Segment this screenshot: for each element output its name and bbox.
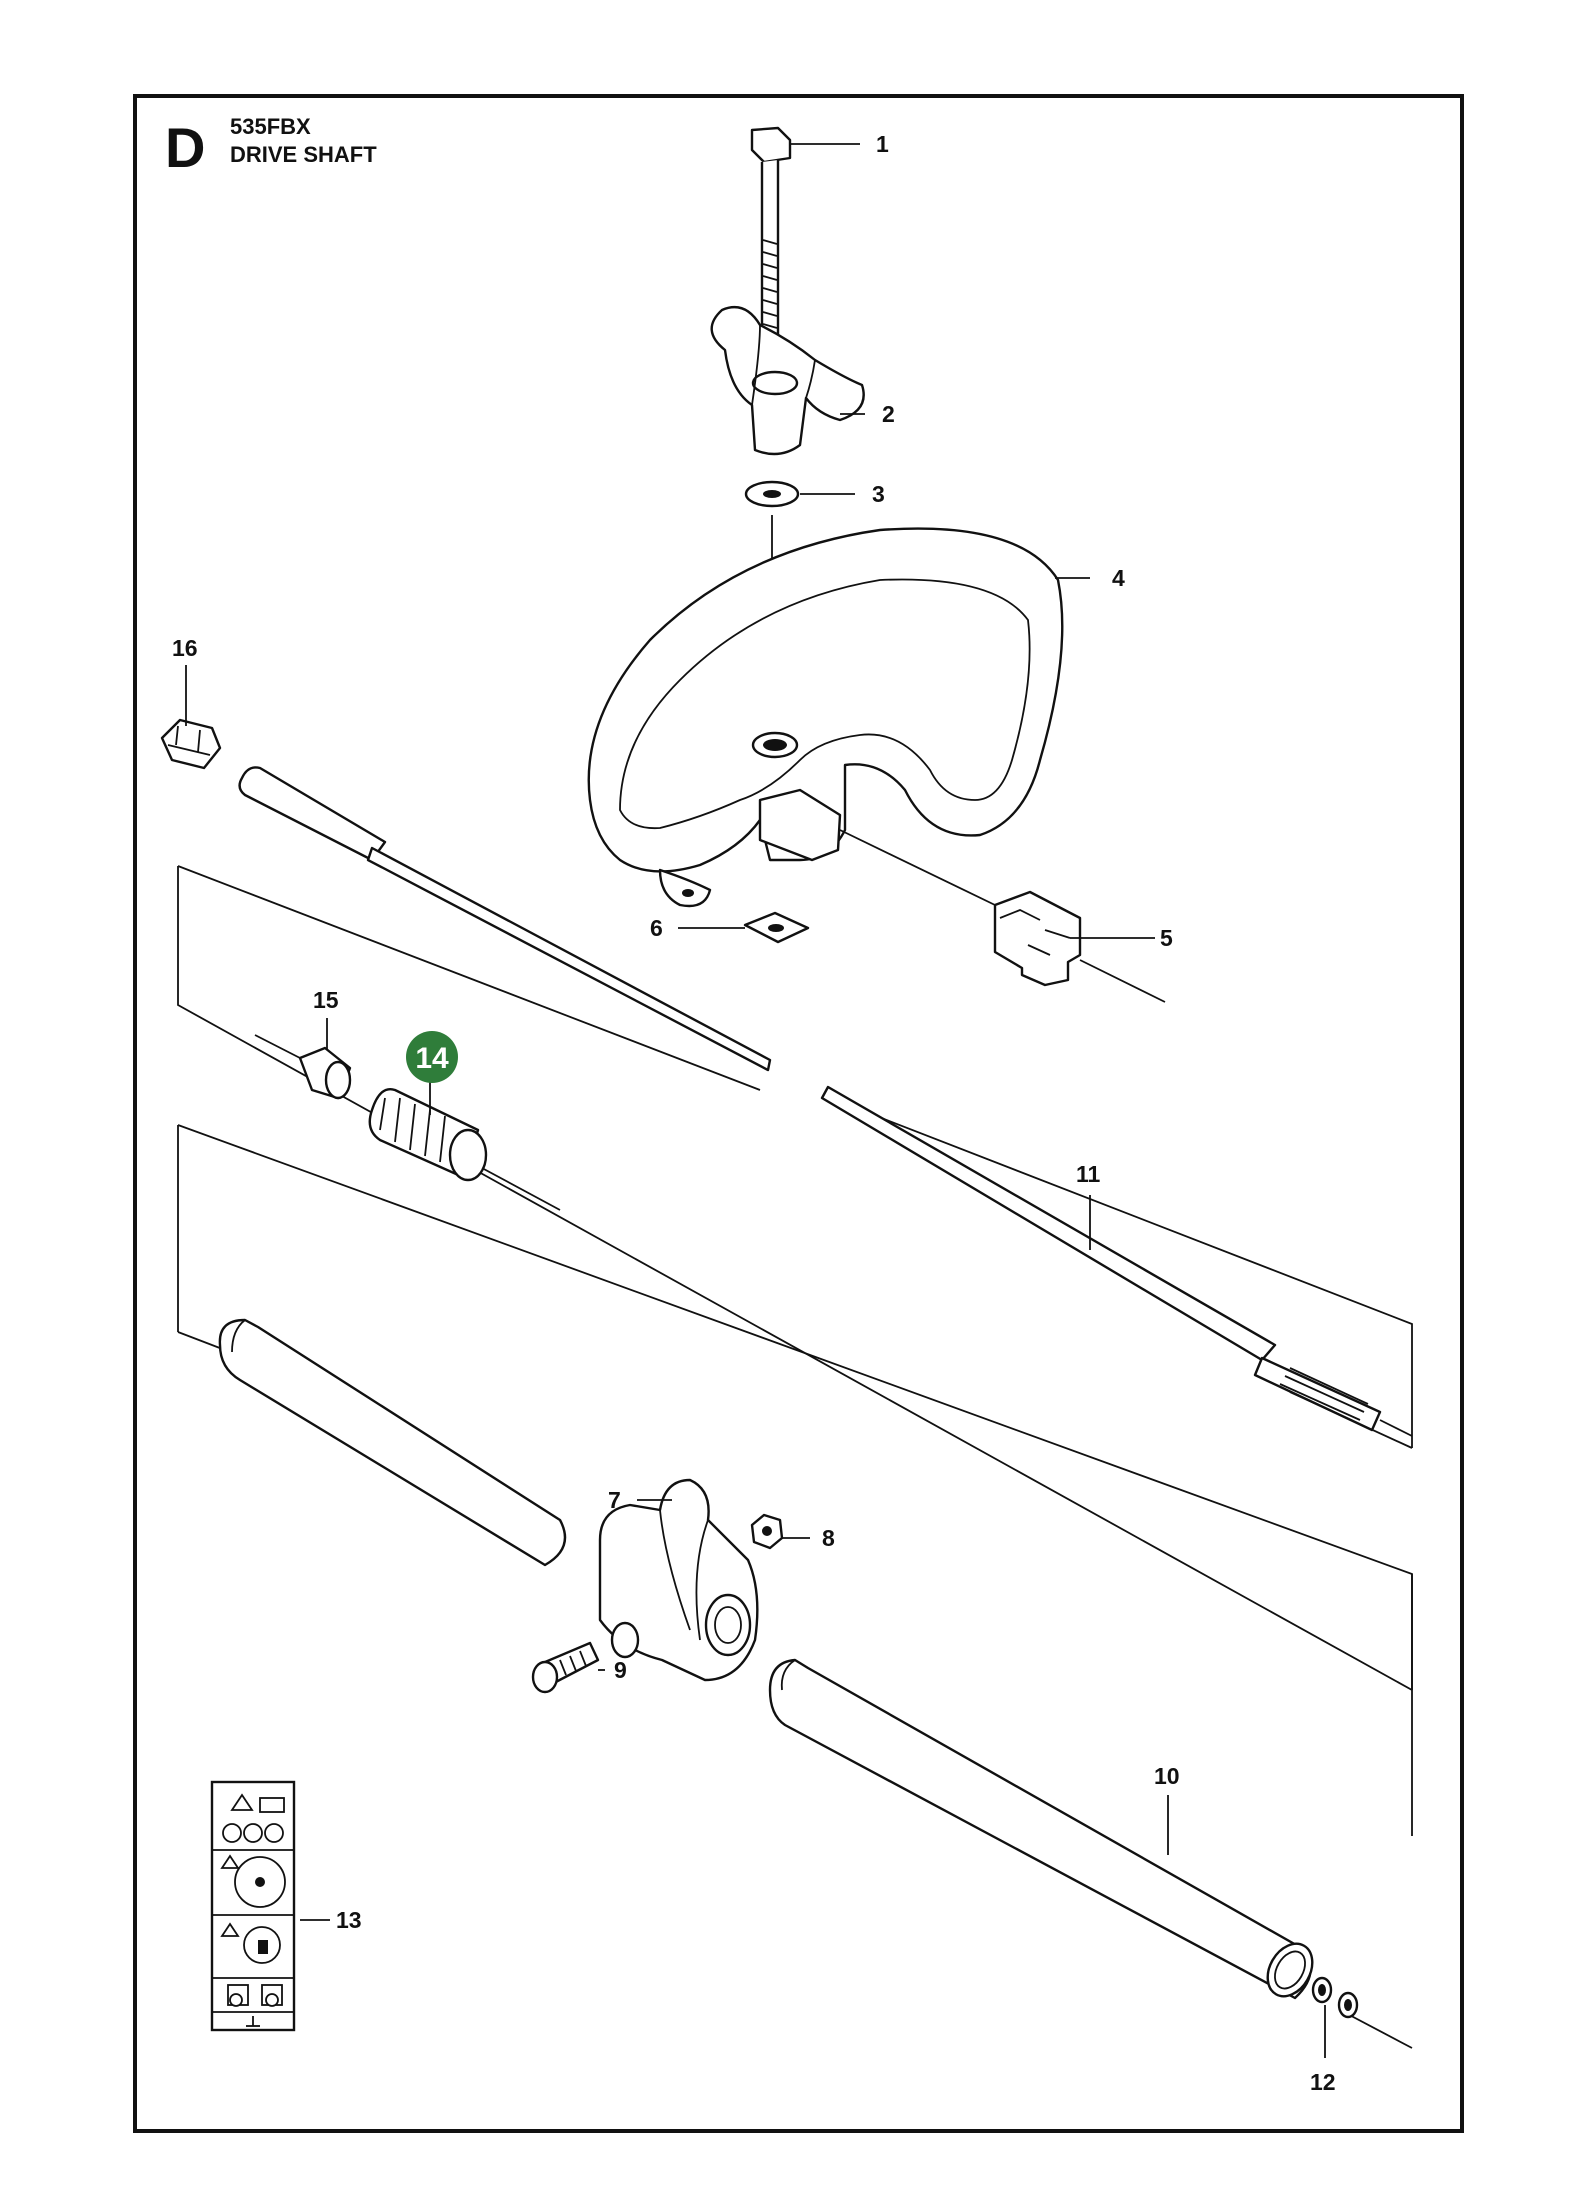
leader-lines <box>185 143 1326 2058</box>
callout-2: 2 <box>882 401 895 427</box>
callout-14: 14 <box>415 1042 449 1075</box>
callout-1: 1 <box>876 131 889 157</box>
part-loop-handle <box>587 527 1064 908</box>
callout-4: 4 <box>1112 565 1125 591</box>
part-bushing <box>368 1088 561 1211</box>
page-frame <box>133 94 1464 2133</box>
callout-15: 15 <box>313 987 339 1013</box>
part-handle-clamp <box>839 829 1166 1003</box>
model-name: 535FBX <box>230 114 311 139</box>
callout-11: 11 <box>1076 1161 1101 1187</box>
part-end-cap <box>160 718 222 770</box>
callout-8: 8 <box>822 1525 835 1551</box>
part-drive-shaft <box>238 766 1413 1437</box>
callout-7: 7 <box>608 1487 621 1513</box>
part-shaft-tube <box>768 1658 1314 2000</box>
section-letter: D <box>165 116 205 179</box>
callout-16: 16 <box>172 635 198 661</box>
part-decal <box>210 1780 296 2032</box>
part-tube-upper <box>218 1318 567 1567</box>
callout-5: 5 <box>1160 925 1173 951</box>
callout-3: 3 <box>872 481 885 507</box>
callout-9: 9 <box>614 1657 627 1683</box>
part-square-nut <box>743 911 810 944</box>
part-nut <box>750 1513 784 1550</box>
callout-14-highlight[interactable]: 14 <box>406 1031 458 1083</box>
part-wing-knob <box>710 305 865 456</box>
callout-6: 6 <box>650 915 663 941</box>
part-screw <box>531 1641 600 1694</box>
callout-12: 12 <box>1310 2069 1336 2095</box>
assembly-guide-lines <box>177 865 1413 2049</box>
part-sleeve <box>254 1034 352 1100</box>
part-rings <box>1311 1976 1359 2019</box>
part-shaft-coupling <box>598 1478 759 1682</box>
callout-13: 13 <box>336 1907 362 1933</box>
highlight-badge <box>406 1031 458 1083</box>
callout-10: 10 <box>1154 1763 1180 1789</box>
diagram-title: DRIVE SHAFT <box>230 142 377 167</box>
callout-labels: 1 2 3 4 5 6 7 8 9 10 11 12 13 15 16 <box>172 131 1336 2095</box>
